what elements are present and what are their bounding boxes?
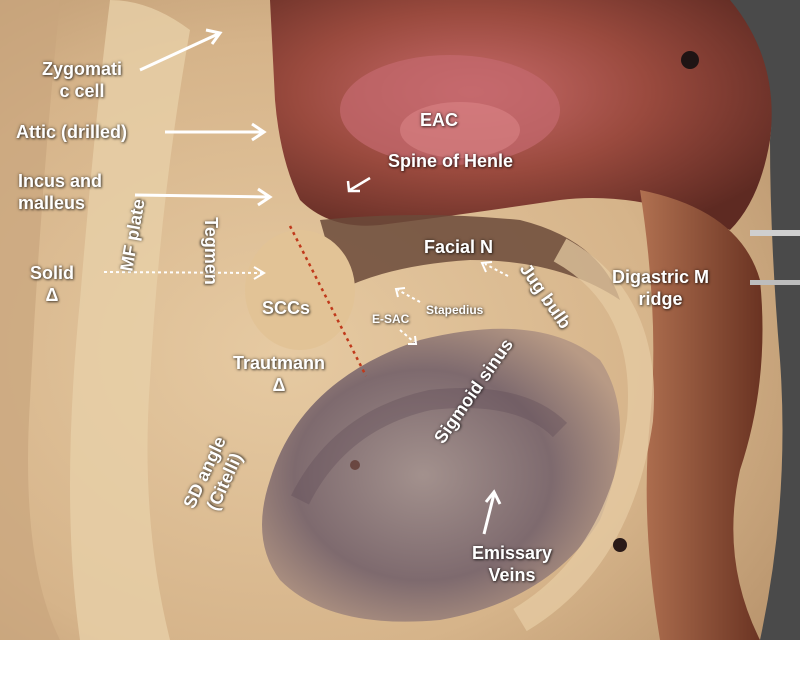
digastric-tissue — [640, 190, 763, 640]
arrow-solid-angle — [103, 271, 263, 274]
label-emissary-veins: Emissary Veins — [472, 543, 553, 585]
arrow-emissary — [482, 493, 496, 535]
label-incus-malleus: Incus and malleus — [18, 171, 103, 213]
instrument-1 — [750, 230, 800, 236]
arrow-spine — [349, 176, 371, 192]
cavity-shadow — [320, 215, 620, 300]
arrow-incus — [134, 193, 269, 199]
dark-spot — [681, 51, 699, 69]
eac-highlight — [400, 102, 520, 158]
arrow-zygomatic — [139, 32, 219, 72]
label-eac: EAC — [420, 110, 459, 130]
dark-spot — [350, 460, 360, 470]
label-attic: Attic (drilled) — [16, 122, 127, 142]
arrow-jug-bulb — [484, 263, 509, 277]
label-solid-angle: Solid Δ — [30, 263, 74, 305]
sigmoid-sinus — [262, 328, 620, 622]
background-right — [730, 0, 800, 640]
label-tegmen: Tegmen — [200, 217, 221, 285]
label-stapedius: Stapedius — [426, 303, 484, 317]
scc-bone — [245, 230, 355, 350]
sinus-shadow — [291, 388, 568, 505]
left-bone-edge — [0, 0, 60, 640]
dashed-arrows — [103, 261, 509, 345]
arrows — [134, 28, 502, 535]
dark-spot — [613, 538, 627, 552]
label-digastric-ridge: Digastric M ridge — [612, 267, 710, 309]
label-facial-nerve: Facial N — [424, 237, 494, 257]
label-zygomatic-cell: Zygomati c cell — [42, 59, 123, 101]
label-sccs: SCCs — [262, 298, 311, 318]
label-trautmann: Trautmann Δ — [233, 353, 326, 395]
label-spine-of-henle: Spine of Henle — [388, 151, 514, 171]
trautmann-dotted-line — [288, 225, 368, 377]
sinus-bone-rim — [513, 238, 654, 632]
bottom-margin — [0, 640, 800, 684]
arrow-stapedius — [397, 289, 421, 303]
mf-plate-region — [70, 0, 190, 640]
label-esac: E-SAC — [372, 312, 410, 326]
instrument-2 — [750, 280, 800, 285]
